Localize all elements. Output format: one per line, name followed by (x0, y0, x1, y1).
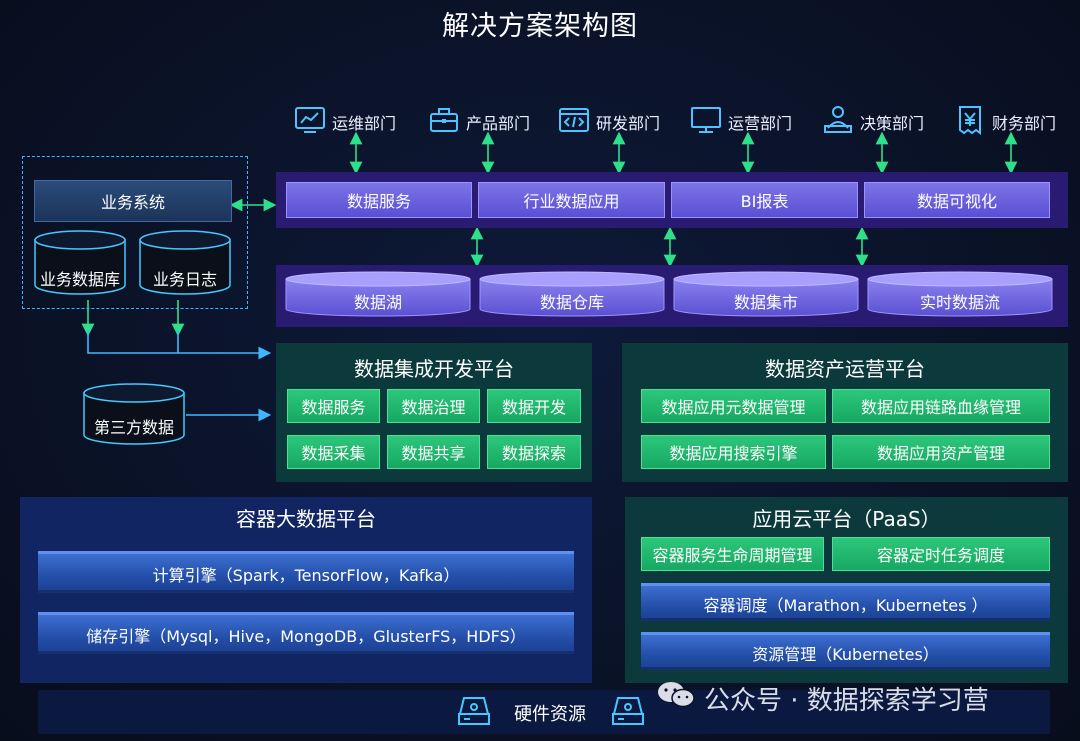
asset-platform-title: 数据资产运营平台 (765, 357, 925, 381)
server-icon (456, 694, 492, 728)
paas-item: 容器服务生命周期管理 (641, 537, 824, 571)
paas-platform-title: 应用云平台（PaaS） (752, 507, 941, 531)
resource-management-bar: 资源管理（Kubernetes） (641, 632, 1050, 670)
business-log: 业务日志 (152, 270, 217, 289)
business-system-box: 业务系统 (34, 180, 232, 222)
dept-label: 运维部门 (332, 114, 397, 133)
briefcase-icon (428, 104, 466, 140)
service-box: BI报表 (671, 182, 858, 218)
business-db-cylinders (34, 230, 231, 295)
code-window-icon (558, 104, 596, 140)
storage-item: 实时数据流 (919, 293, 1000, 312)
dept-operation: 运营部门 (690, 104, 792, 140)
service-box: 数据服务 (286, 182, 472, 218)
storage-cylinders (285, 271, 1053, 317)
service-box: 数据可视化 (864, 182, 1050, 218)
diagram-title: 解决方案架构图 (442, 11, 638, 42)
hardware-label: 硬件资源 (514, 704, 586, 725)
asset-item: 数据应用资产管理 (832, 435, 1050, 469)
asset-item: 数据应用元数据管理 (641, 389, 826, 423)
wechat-icon (656, 679, 696, 718)
integration-item: 数据共享 (387, 435, 480, 469)
dept-label: 财务部门 (992, 114, 1057, 133)
desktop-monitor-icon (690, 104, 728, 140)
third-party-cylinder (83, 383, 185, 445)
storage-item: 数据仓库 (539, 293, 604, 312)
receipt-yen-icon (954, 104, 992, 140)
integration-item: 数据治理 (387, 389, 480, 423)
third-party-data: 第三方数据 (93, 418, 174, 437)
hardware-panel (38, 690, 1050, 734)
compute-engine-bar: 计算引擎（Spark，TensorFlow，Kafka） (38, 551, 574, 593)
server-icon (610, 694, 646, 728)
storage-engine-bar: 储存引擎（Mysql，Hive，MongoDB，GlusterFS，HDFS） (38, 612, 574, 654)
monitor-chart-icon (294, 104, 332, 140)
business-database: 业务数据库 (39, 270, 120, 289)
dept-decision: 决策部门 (822, 104, 924, 140)
asset-item: 数据应用链路血缘管理 (832, 389, 1050, 423)
integration-item: 数据服务 (287, 389, 380, 423)
asset-item: 数据应用搜索引擎 (641, 435, 826, 469)
dept-label: 决策部门 (860, 114, 925, 133)
storage-item: 数据湖 (353, 293, 402, 312)
service-box: 行业数据应用 (478, 182, 665, 218)
storage-item: 数据集市 (733, 293, 798, 312)
person-desk-icon (822, 104, 860, 140)
dept-label: 研发部门 (596, 114, 661, 133)
dept-rd: 研发部门 (558, 104, 660, 140)
integration-item: 数据开发 (487, 389, 581, 423)
container-scheduling-bar: 容器调度（Marathon，Kubernetes ） (641, 583, 1050, 621)
paas-item: 容器定时任务调度 (832, 537, 1050, 571)
dept-product: 产品部门 (428, 104, 530, 140)
dept-finance: 财务部门 (954, 104, 1056, 140)
watermark-text: 公众号 · 数据探索学习营 (704, 685, 989, 716)
integration-platform-title: 数据集成开发平台 (354, 357, 514, 381)
business-source-group (22, 156, 248, 309)
dept-label: 产品部门 (466, 114, 531, 133)
dept-label: 运营部门 (728, 114, 793, 133)
integration-item: 数据采集 (287, 435, 380, 469)
watermark: 公众号 · 数据探索学习营 (656, 678, 1056, 718)
dept-ops: 运维部门 (294, 104, 396, 140)
container-platform-title: 容器大数据平台 (236, 507, 376, 531)
integration-item: 数据探索 (487, 435, 581, 469)
